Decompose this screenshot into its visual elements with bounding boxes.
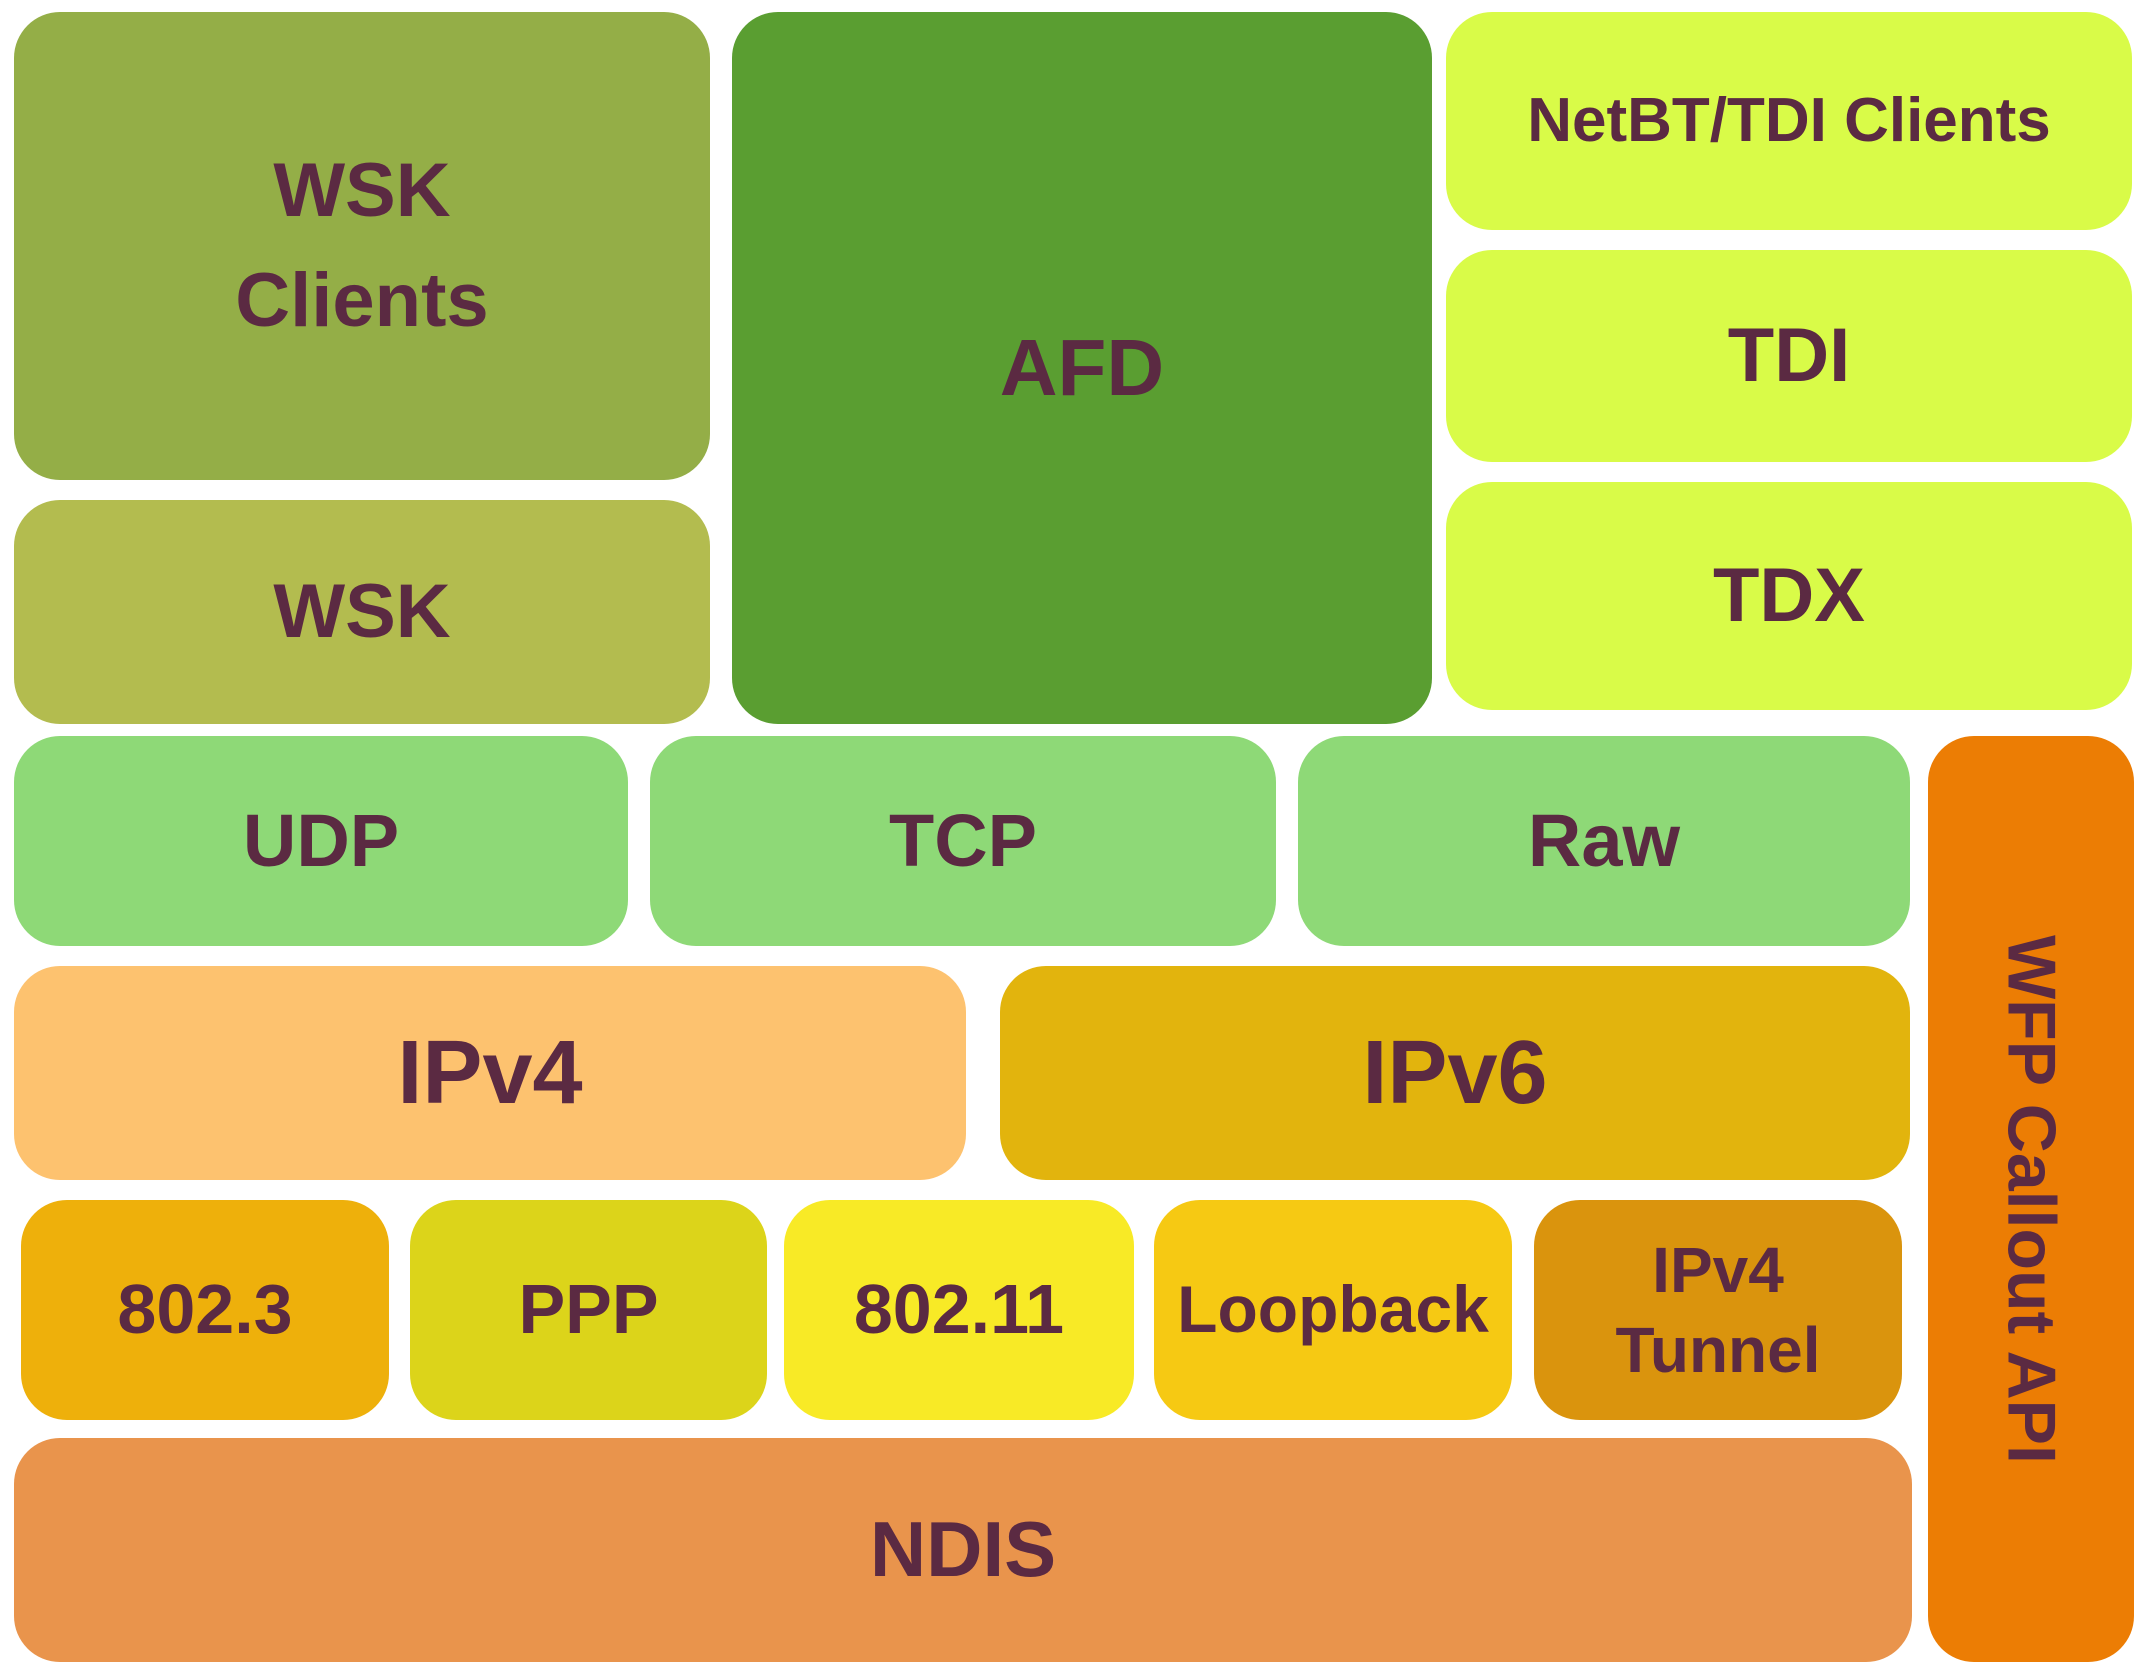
box-wfp-callout-api: WFP Callout API (1928, 736, 2134, 1662)
box-tcp-label: TCP (889, 799, 1037, 883)
box-loopback-label: Loopback (1177, 1272, 1489, 1347)
box-tdx: TDX (1446, 482, 2132, 710)
box-udp: UDP (14, 736, 628, 946)
box-wsk-clients: WSK Clients (14, 12, 710, 480)
box-netbt-tdi-clients: NetBT/TDI Clients (1446, 12, 2132, 230)
box-wsk: WSK (14, 500, 710, 724)
box-netbt-tdi-clients-label: NetBT/TDI Clients (1527, 86, 2051, 156)
box-loopback: Loopback (1154, 1200, 1512, 1420)
box-raw: Raw (1298, 736, 1910, 946)
box-afd: AFD (732, 12, 1432, 724)
box-ipv4: IPv4 (14, 966, 966, 1180)
box-raw-label: Raw (1527, 799, 1681, 883)
box-tdi-label: TDI (1727, 312, 1851, 398)
box-ppp-label: PPP (518, 1270, 659, 1349)
box-ndis: NDIS (14, 1438, 1912, 1662)
box-802-11: 802.11 (784, 1200, 1134, 1420)
box-wfp-callout-api-label: WFP Callout API (1993, 934, 2070, 1464)
box-tdi: TDI (1446, 250, 2132, 462)
box-tdx-label: TDX (1713, 552, 1865, 638)
box-ipv6-label: IPv6 (1362, 1022, 1548, 1123)
box-wsk-label: WSK (273, 568, 451, 654)
box-ipv4-tunnel: IPv4 Tunnel (1534, 1200, 1902, 1420)
box-802-3: 802.3 (21, 1200, 389, 1420)
box-udp-label: UDP (242, 799, 400, 883)
box-ppp: PPP (410, 1200, 767, 1420)
box-ipv6: IPv6 (1000, 966, 1910, 1180)
box-ipv4-label: IPv4 (397, 1022, 583, 1123)
box-ipv4-tunnel-label: IPv4 Tunnel (1615, 1234, 1821, 1386)
box-wsk-clients-label: WSK Clients (235, 147, 489, 343)
box-tcp: TCP (650, 736, 1276, 946)
box-ndis-label: NDIS (869, 1505, 1057, 1594)
box-802-3-label: 802.3 (117, 1270, 293, 1349)
box-802-11-label: 802.11 (853, 1270, 1065, 1349)
box-afd-label: AFD (999, 323, 1165, 412)
